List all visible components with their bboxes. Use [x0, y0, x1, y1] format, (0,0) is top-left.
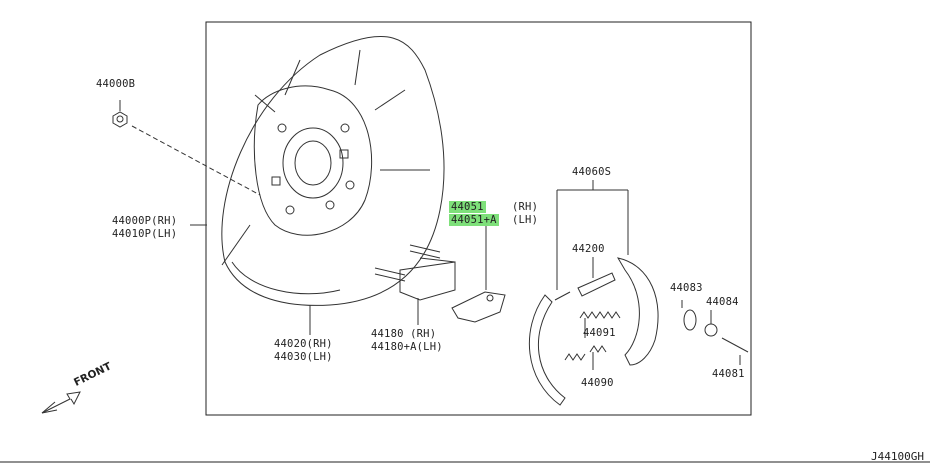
label-44091: 44091 — [583, 327, 616, 339]
diagram-code: J44100GH — [871, 450, 924, 463]
label-44051a-lh: (LH) — [512, 214, 539, 226]
label-44051: 44051 — [449, 201, 486, 213]
label-44084: 44084 — [706, 296, 739, 308]
label-44180a: 44180+A(LH) — [371, 341, 443, 353]
label-44200: 44200 — [572, 243, 605, 255]
label-44051-rh: (RH) — [512, 201, 539, 213]
label-44030: 44030(LH) — [274, 351, 333, 363]
label-44083: 44083 — [670, 282, 703, 294]
label-44010p: 44010P(LH) — [112, 228, 178, 240]
adjuster-44200 — [577, 257, 616, 297]
label-44060s: 44060S — [572, 166, 612, 178]
label-44090: 44090 — [581, 377, 614, 389]
nut-44000b — [112, 100, 261, 196]
hold-down-parts — [681, 300, 749, 365]
spring-44090 — [564, 345, 607, 361]
label-44081: 44081 — [712, 368, 745, 380]
label-44000p: 44000P(RH) — [112, 215, 178, 227]
spring-44091 — [579, 311, 621, 319]
label-44051a: 44051+A — [449, 214, 499, 226]
front-arrow-icon — [41, 391, 81, 414]
bolts-44180 — [374, 244, 456, 325]
backing-plate — [221, 36, 445, 306]
lever-44051 — [451, 225, 506, 323]
label-44020: 44020(RH) — [274, 338, 333, 350]
diagram-frame — [205, 21, 752, 416]
label-44180: 44180 (RH) — [371, 328, 437, 340]
brake-shoes-44060s — [528, 180, 659, 406]
label-44000b: 44000B — [96, 78, 136, 90]
leader-lines — [190, 224, 594, 370]
